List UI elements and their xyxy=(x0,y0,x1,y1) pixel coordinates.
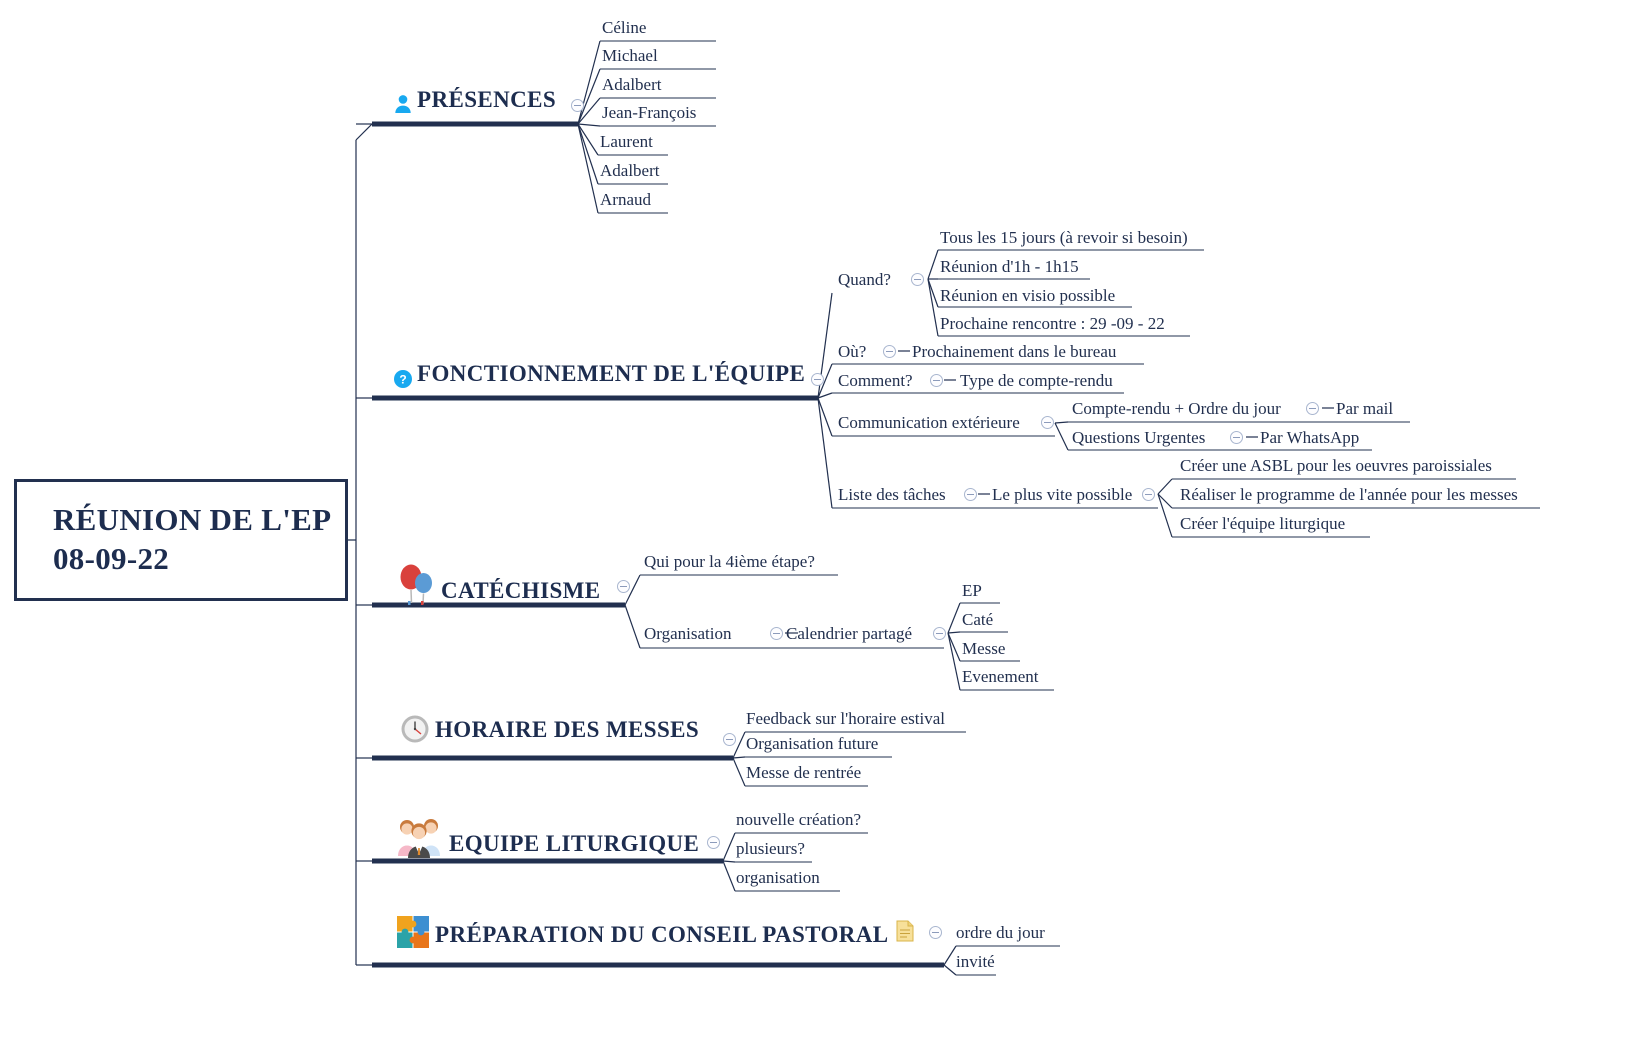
question-mark-icon: ? xyxy=(394,370,412,388)
collapse-toggle-conseil[interactable] xyxy=(929,926,942,939)
list-item[interactable]: EP xyxy=(962,581,982,600)
collapse-toggle-questions-urgentes[interactable] xyxy=(1230,431,1243,444)
branch-horaire-des-messes[interactable]: HORAIRE DES MESSES xyxy=(400,714,699,744)
list-item[interactable]: ordre du jour xyxy=(956,923,1045,942)
branch-fonctionnement[interactable]: ? FONCTIONNEMENT DE L'ÉQUIPE xyxy=(394,362,805,388)
collapse-toggle-liturgique[interactable] xyxy=(707,836,720,849)
list-item[interactable]: Questions Urgentes xyxy=(1072,428,1206,447)
list-item[interactable]: Laurent xyxy=(600,132,653,151)
list-item[interactable]: Caté xyxy=(962,610,994,629)
list-item[interactable]: Messe de rentrée xyxy=(746,763,862,782)
list-item[interactable]: invité xyxy=(956,952,995,971)
root-title: RÉUNION DE L'EP 08-09-22 xyxy=(53,502,330,576)
node-calendrier-partage[interactable]: Calendrier partagé xyxy=(786,624,913,643)
list-item[interactable]: Adalbert xyxy=(600,161,660,180)
list-item[interactable]: Qui pour la 4ième étape? xyxy=(644,552,815,571)
puzzle-icon xyxy=(396,915,430,949)
list-item[interactable]: Messe xyxy=(962,639,1006,658)
list-item[interactable]: plusieurs? xyxy=(736,839,805,858)
list-item[interactable]: Céline xyxy=(602,18,647,37)
branch-label-horaire: HORAIRE DES MESSES xyxy=(435,717,700,742)
list-item[interactable]: Michael xyxy=(602,46,658,65)
branch-label-conseil: PRÉPARATION DU CONSEIL PASTORAL xyxy=(435,922,889,947)
branch-catechisme[interactable]: CATÉCHISME xyxy=(398,563,601,605)
collapse-toggle-presences[interactable] xyxy=(571,99,584,112)
note-icon[interactable] xyxy=(896,920,914,947)
node-communication-exterieure[interactable]: Communication extérieure xyxy=(838,413,1020,432)
branch-presences[interactable]: PRÉSENCES xyxy=(394,88,556,114)
branch-conseil-pastoral[interactable]: PRÉPARATION DU CONSEIL PASTORAL xyxy=(396,915,889,949)
list-item[interactable]: Organisation future xyxy=(746,734,879,753)
list-item[interactable]: nouvelle création? xyxy=(736,810,862,829)
node-ou[interactable]: Où? xyxy=(838,342,867,361)
list-item[interactable]: Jean-François xyxy=(602,103,697,122)
collapse-toggle-communication[interactable] xyxy=(1041,416,1054,429)
list-item[interactable]: Evenement xyxy=(962,667,1039,686)
list-item[interactable]: Créer l'équipe liturgique xyxy=(1180,514,1346,533)
branch-label-presences: PRÉSENCES xyxy=(417,87,557,112)
collapse-toggle-comment[interactable] xyxy=(930,374,943,387)
node-organisation-catechisme[interactable]: Organisation xyxy=(644,624,732,643)
collapse-toggle-catechisme[interactable] xyxy=(617,580,630,593)
list-item[interactable]: organisation xyxy=(736,868,820,887)
branch-label-catechisme: CATÉCHISME xyxy=(441,578,601,603)
list-item[interactable]: Par mail xyxy=(1336,399,1394,418)
collapse-toggle-plus-vite[interactable] xyxy=(1142,488,1155,501)
collapse-toggle-liste-taches[interactable] xyxy=(964,488,977,501)
person-icon xyxy=(394,94,412,114)
list-item[interactable]: Feedback sur l'horaire estival xyxy=(746,709,945,728)
list-item[interactable]: Arnaud xyxy=(600,190,651,209)
list-item[interactable]: Réaliser le programme de l'année pour le… xyxy=(1180,485,1518,504)
node-comment[interactable]: Comment? xyxy=(838,371,913,390)
branch-equipe-liturgique[interactable]: EQUIPE LITURGIQUE xyxy=(396,812,699,858)
list-item[interactable]: Tous les 15 jours (à revoir si besoin) xyxy=(940,228,1188,247)
svg-text:?: ? xyxy=(399,372,406,386)
clock-icon xyxy=(400,714,430,744)
list-item[interactable]: Créer une ASBL pour les oeuvres paroissi… xyxy=(1180,456,1492,475)
collapse-toggle-ou[interactable] xyxy=(883,345,896,358)
people-group-icon xyxy=(396,812,444,858)
balloons-icon xyxy=(398,563,436,605)
list-item[interactable]: Par WhatsApp xyxy=(1260,428,1360,447)
list-item[interactable]: Adalbert xyxy=(602,75,662,94)
list-item[interactable]: Compte-rendu + Ordre du jour xyxy=(1072,399,1281,418)
list-item[interactable]: Réunion d'1h - 1h15 xyxy=(940,257,1079,276)
node-liste-des-taches[interactable]: Liste des tâches xyxy=(838,485,946,504)
collapse-toggle-horaire[interactable] xyxy=(723,733,736,746)
collapse-toggle-quand[interactable] xyxy=(911,273,924,286)
node-quand[interactable]: Quand? xyxy=(838,270,891,289)
collapse-toggle-calendrier[interactable] xyxy=(933,627,946,640)
list-item[interactable]: Réunion en visio possible xyxy=(940,286,1116,305)
list-item[interactable]: Type de compte-rendu xyxy=(960,371,1113,390)
list-item[interactable]: Prochainement dans le bureau xyxy=(912,342,1117,361)
branch-label-fonctionnement: FONCTIONNEMENT DE L'ÉQUIPE xyxy=(417,361,806,386)
root-node[interactable]: RÉUNION DE L'EP 08-09-22 xyxy=(14,479,348,601)
node-le-plus-vite-possible[interactable]: Le plus vite possible xyxy=(992,485,1133,504)
collapse-toggle-organisation-catechisme[interactable] xyxy=(770,627,783,640)
list-item[interactable]: Prochaine rencontre : 29 -09 - 22 xyxy=(940,314,1165,333)
branch-label-liturgique: EQUIPE LITURGIQUE xyxy=(449,831,700,856)
collapse-toggle-fonctionnement[interactable] xyxy=(811,373,824,386)
collapse-toggle-compte-rendu[interactable] xyxy=(1306,402,1319,415)
